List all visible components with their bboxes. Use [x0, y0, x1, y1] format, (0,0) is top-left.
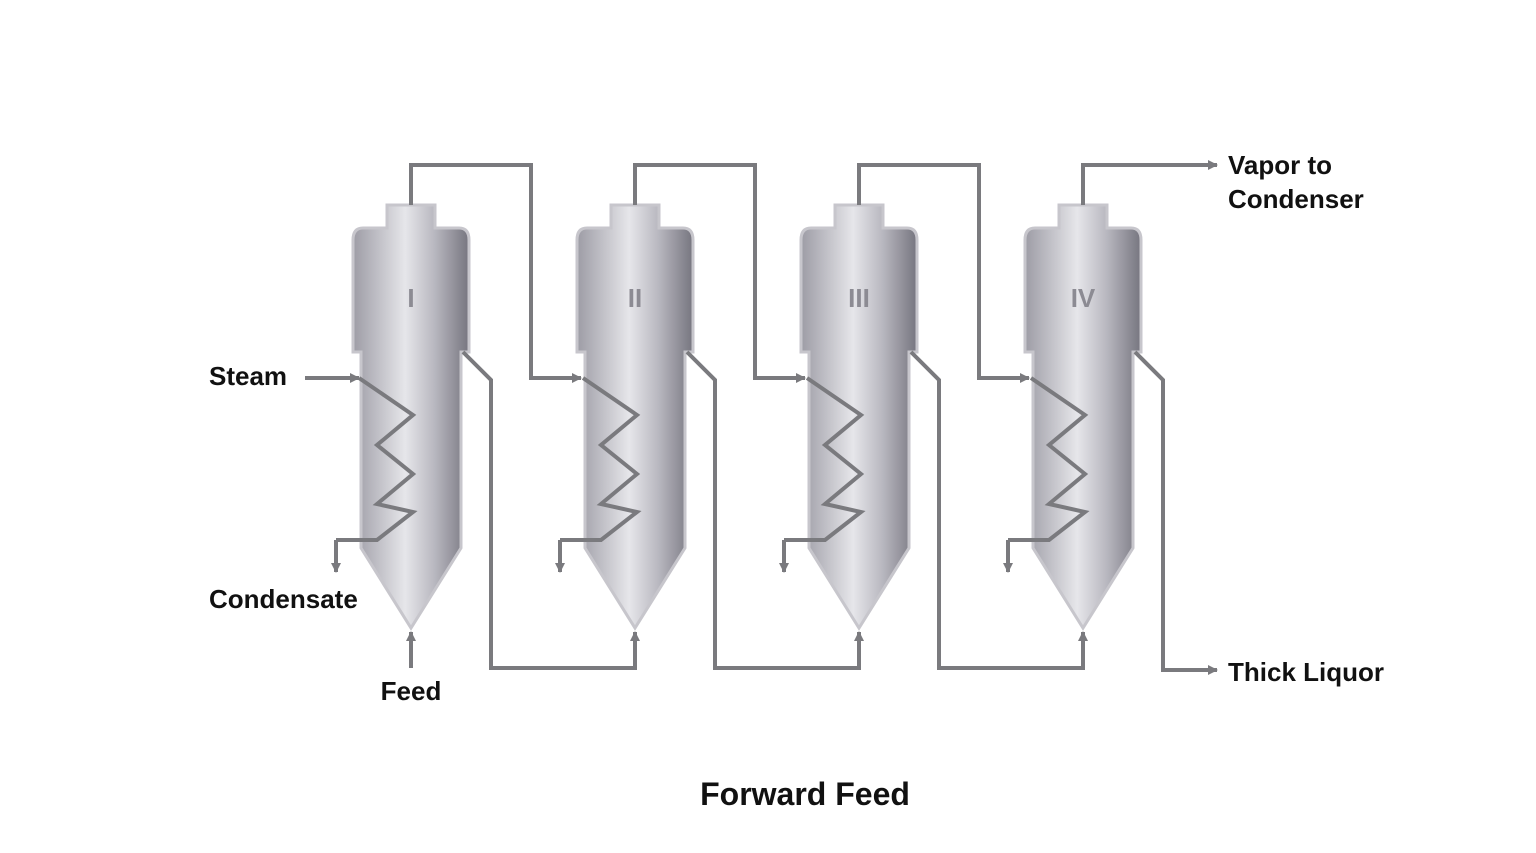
liquor-transfer-3-to-4 [909, 350, 1088, 670]
heating-coil [784, 376, 866, 542]
thick-liquor-label: Thick Liquor [1228, 657, 1384, 687]
evaporator-effect-2: II [560, 203, 695, 631]
vapor-line-3-to-4 [857, 163, 1030, 383]
effect-numeral-3: III [848, 283, 870, 313]
effect-numeral-2: II [628, 283, 642, 313]
vapor-line-1-to-2 [409, 163, 582, 383]
effect-numeral-4: IV [1071, 283, 1096, 313]
condensate-label: Condensate [209, 584, 358, 614]
effect-numeral-1: I [407, 283, 414, 313]
vapor-to-condenser-label-line1: Vapor to [1228, 150, 1332, 180]
evaporator-effect-3: III [784, 203, 919, 631]
thick-liquor-line [1133, 350, 1218, 675]
evaporator-effect-4: IV [1008, 203, 1143, 631]
liquor-transfer-2-to-3 [685, 350, 864, 670]
vapor-to-condenser-label-line2: Condenser [1228, 184, 1364, 214]
flow-arrows [305, 160, 1218, 675]
heating-coil [560, 376, 642, 542]
heating-coil [336, 376, 418, 542]
diagram-title: Forward Feed [700, 776, 910, 812]
evaporator-effect-1: I [336, 203, 471, 631]
steam-label: Steam [209, 361, 287, 391]
heating-coil [1008, 376, 1090, 542]
liquor-transfer-1-to-2 [461, 350, 640, 670]
vapor-to-condenser-line [1081, 160, 1218, 205]
vapor-line-2-to-3 [633, 163, 806, 383]
feed-label: Feed [381, 676, 442, 706]
